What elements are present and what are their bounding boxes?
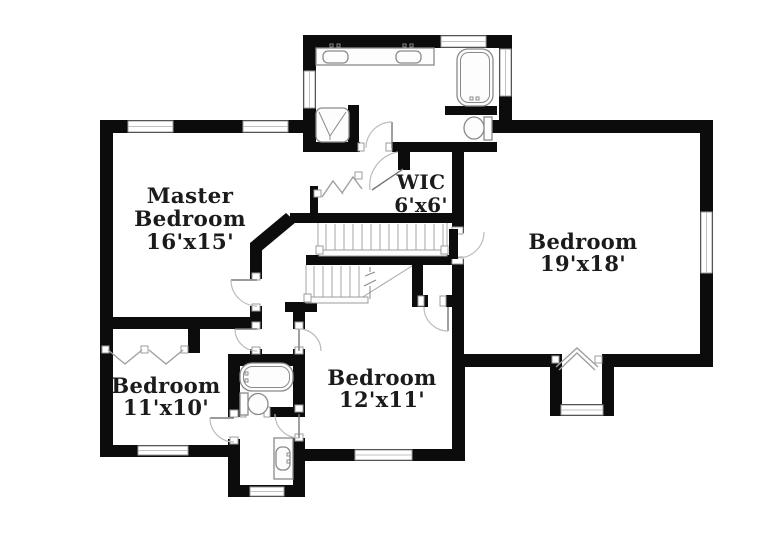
stair-flight-upper <box>317 223 448 257</box>
bathtub-fixture <box>456 48 494 107</box>
window <box>354 449 413 461</box>
master-bedroom-dims: 16'x15' <box>146 230 234 255</box>
window <box>499 48 512 97</box>
bedroom-center-dims: 12'x11' <box>339 387 425 412</box>
bathtub-fixture <box>239 362 294 392</box>
closet-bifold-doors <box>107 175 599 371</box>
toilet-fixture <box>239 392 269 416</box>
master-bath-fixtures <box>315 43 494 143</box>
master-bedroom-door <box>230 279 258 307</box>
bedroom-right-label: Bedroom <box>528 229 637 254</box>
stair-direction-arrow <box>363 267 377 299</box>
master-bath-door <box>365 121 393 149</box>
bedroom-left-door <box>234 328 258 352</box>
wic-dims: 6'x6' <box>394 193 448 217</box>
doors <box>209 121 485 443</box>
bedroom-left-dims: 11'x10' <box>123 395 209 420</box>
bedroom-center-side-door <box>298 328 322 352</box>
hall-bath-fixtures <box>239 362 294 480</box>
bedroom-left-closet-bifold-icon <box>107 349 184 365</box>
double-vanity-fixture <box>315 43 435 66</box>
bedroom-right-dims: 19'x18' <box>540 251 626 276</box>
window <box>249 486 285 497</box>
bedroom-left-label: Bedroom <box>111 373 220 398</box>
wic-label: WIC <box>396 170 446 194</box>
window <box>303 70 316 109</box>
wic-door <box>369 151 404 191</box>
shower-fixture <box>315 107 350 143</box>
bedroom-center-label: Bedroom <box>327 365 436 390</box>
hall-linen-closet-bifold-icon <box>321 175 363 198</box>
sink-vanity-fixture <box>273 437 294 480</box>
window <box>440 35 487 48</box>
window <box>700 211 713 274</box>
windows <box>127 35 713 497</box>
interior-walls <box>100 105 497 450</box>
window <box>137 445 189 456</box>
hall-bath-alcove-door <box>209 417 235 443</box>
window <box>560 404 604 416</box>
room-labels: Master Bedroom 16'x15' WIC 6'x6' Bedroom… <box>111 170 637 420</box>
master-bedroom-label-line1: Master <box>147 184 234 209</box>
bedroom-right-nook-bifold-icon <box>555 347 599 371</box>
window <box>127 120 174 133</box>
window <box>242 120 289 133</box>
toilet-fixture <box>463 116 493 141</box>
hall-bath-compartment-door <box>274 413 300 439</box>
bedroom-center-top-door <box>423 306 449 332</box>
bedroom-right-door <box>449 229 485 259</box>
stair-flight-lower <box>305 265 413 304</box>
master-bedroom-label-line2: Bedroom <box>134 207 246 232</box>
